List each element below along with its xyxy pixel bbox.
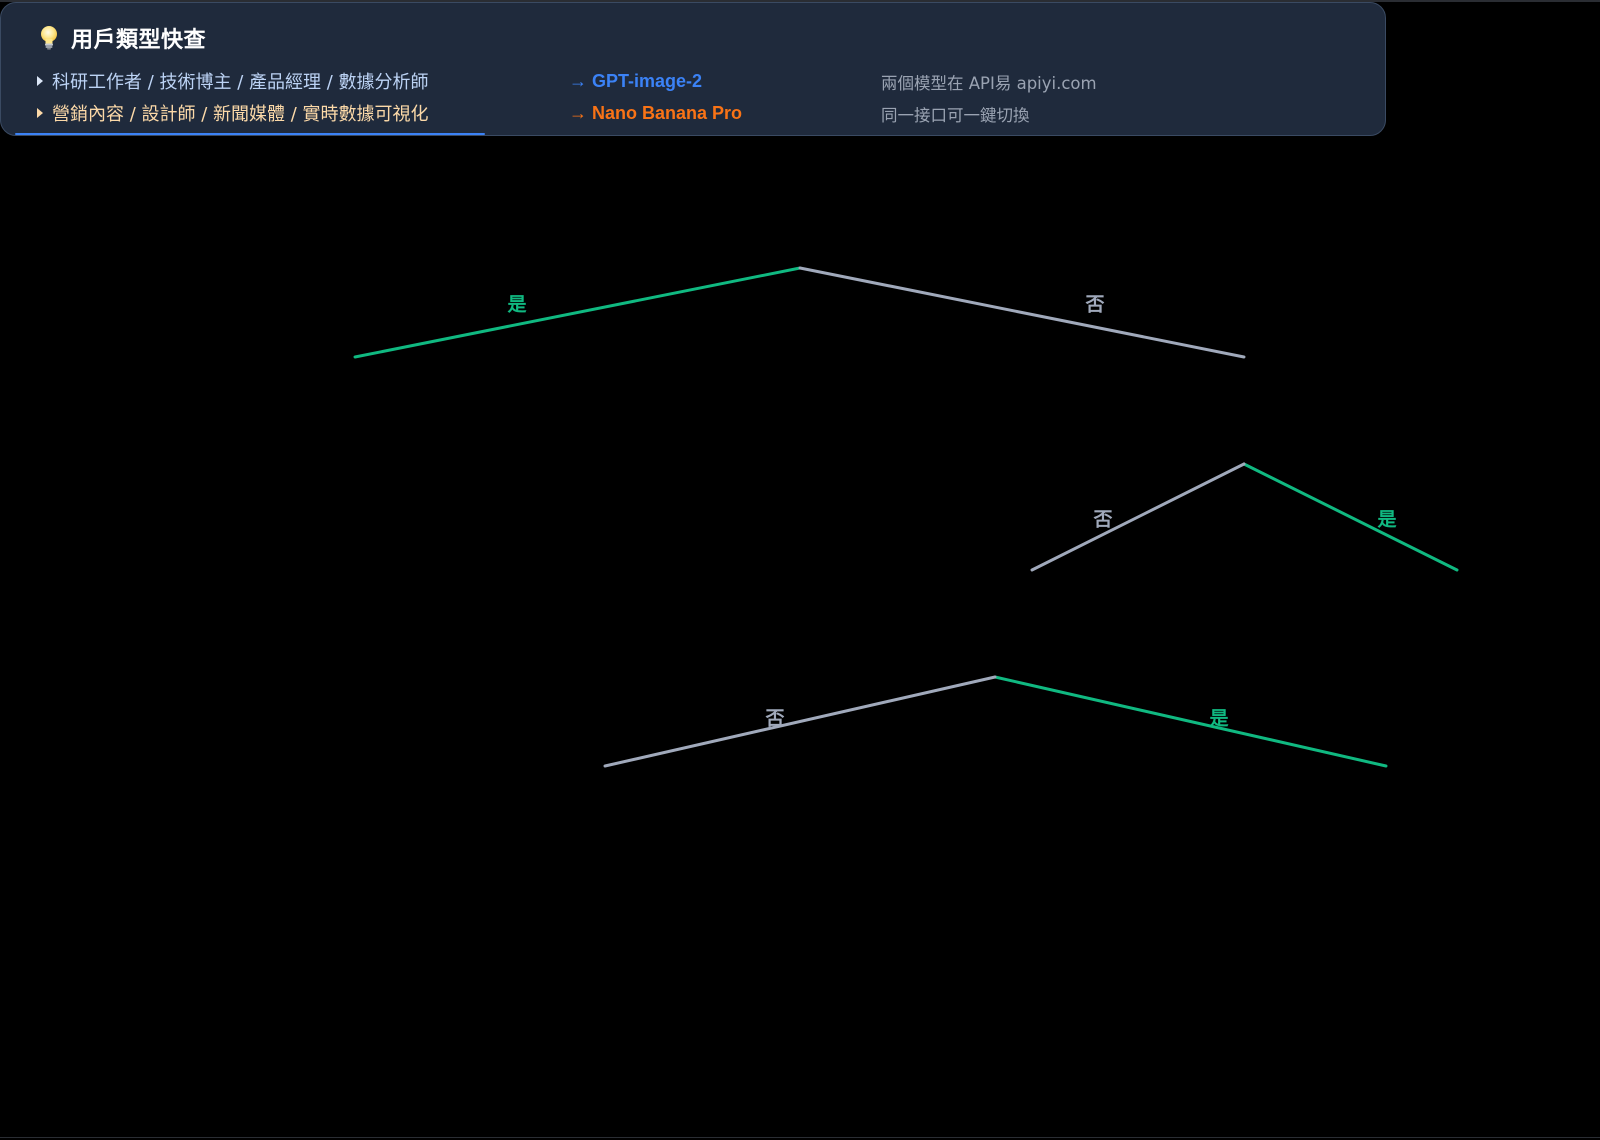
tree-edge-yes-2 (1242, 462, 1459, 572)
api-note-line-2: 同一接口可一鍵切換 (881, 106, 1030, 125)
api-note-line-1: 兩個模型在 API易 apiyi.com (881, 74, 1097, 93)
edge-label-no: 否 (1093, 508, 1113, 531)
user-group-row-nano: 營銷內容 / 設計師 / 新聞媒體 / 實時數據可視化 (37, 100, 429, 126)
lightbulb-icon (41, 26, 57, 50)
edge-label-yes: 是 (1377, 508, 1397, 531)
model-recommendation-gpt-image-2: → GPT-image-2 (569, 70, 703, 91)
user-group-text: 營銷內容 / 設計師 / 新聞媒體 / 實時數據可視化 (52, 104, 429, 125)
user-group-text: 科研工作者 / 技術博主 / 產品經理 / 數據分析師 (52, 72, 429, 93)
triangle-right-icon (37, 76, 43, 86)
tree-edge-no-3 (603, 675, 997, 768)
edge-label-no: 否 (1085, 293, 1105, 316)
tree-edge-no-2 (1030, 462, 1246, 572)
card-header: 用戶類型快查 (39, 22, 206, 54)
tree-edge-yes-3 (993, 675, 1388, 768)
edge-label-yes: 是 (507, 293, 527, 316)
edge-label-yes: 是 (1209, 707, 1229, 730)
triangle-right-icon (37, 108, 43, 118)
model-recommendation-nano-banana-pro: → Nano Banana Pro (569, 102, 743, 123)
user-type-quick-reference-card: 用戶類型快查 科研工作者 / 技術博主 / 產品經理 / 數據分析師 營銷內容 … (0, 2, 1386, 136)
edge-label-no: 否 (765, 707, 785, 730)
card-accent-underline (15, 133, 485, 135)
user-group-row-gpt: 科研工作者 / 技術博主 / 產品經理 / 數據分析師 (37, 68, 429, 94)
tree-edge-yes-1 (353, 266, 802, 359)
tree-edge-no-1 (798, 266, 1246, 359)
card-title: 用戶類型快查 (71, 28, 207, 53)
